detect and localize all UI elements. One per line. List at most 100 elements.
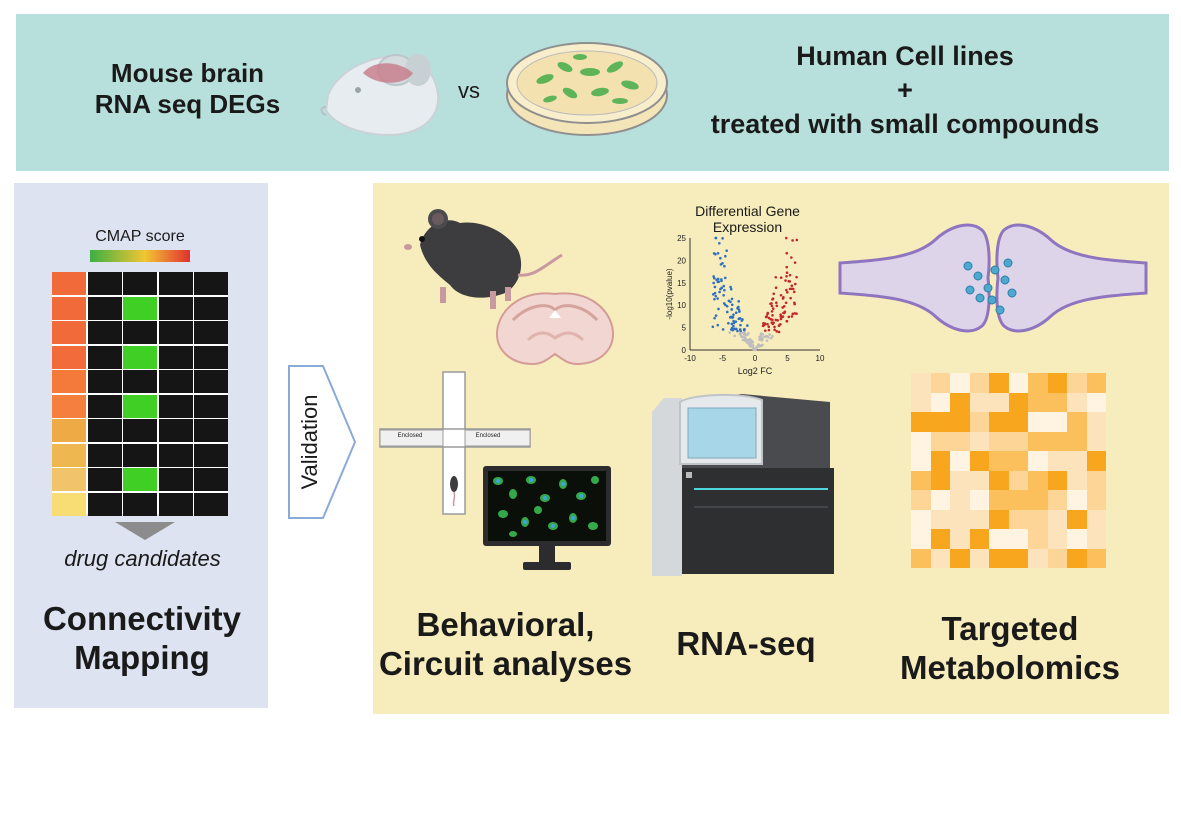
metabolomics-cell bbox=[1047, 373, 1067, 393]
validation-arrow bbox=[288, 365, 357, 519]
metabolomics-cell bbox=[930, 529, 950, 549]
volcano-point bbox=[779, 276, 783, 279]
metabolomics-cell bbox=[911, 509, 931, 529]
volcano-point bbox=[719, 263, 723, 266]
volcano-point bbox=[776, 319, 779, 322]
volcano-point bbox=[764, 315, 768, 319]
volcano-point bbox=[749, 341, 752, 345]
volcano-point bbox=[786, 290, 789, 294]
volcano-point bbox=[713, 291, 717, 295]
cmap-drug-cell bbox=[158, 345, 193, 369]
volcano-title: Differential Gene Expression bbox=[695, 203, 800, 236]
volcano-point bbox=[769, 336, 773, 340]
volcano-point bbox=[742, 332, 746, 336]
volcano-y-tick: 20 bbox=[677, 256, 686, 265]
volcano-point bbox=[727, 321, 730, 325]
volcano-point bbox=[759, 337, 762, 340]
volcano-point bbox=[792, 290, 796, 294]
volcano-point bbox=[784, 279, 787, 282]
volcano-point bbox=[769, 302, 772, 306]
metabolomics-cell bbox=[950, 470, 970, 490]
volcano-point bbox=[781, 315, 785, 318]
volcano-point bbox=[712, 276, 716, 280]
metabolomics-cell bbox=[950, 490, 970, 510]
volcano-point bbox=[783, 310, 787, 314]
volcano-point bbox=[718, 290, 721, 294]
volcano-point bbox=[729, 285, 732, 289]
metabolomics-cell bbox=[969, 373, 989, 393]
volcano-point bbox=[772, 292, 776, 296]
volcano-point bbox=[779, 322, 782, 326]
metabolomics-cell bbox=[911, 490, 931, 510]
volcano-point bbox=[785, 319, 789, 323]
volcano-point bbox=[757, 343, 760, 346]
volcano-point bbox=[737, 317, 741, 321]
plus-maze-icon bbox=[379, 371, 531, 515]
cmap-drug-cell bbox=[194, 468, 228, 491]
cmap-drug-cell bbox=[87, 492, 122, 516]
volcano-point bbox=[722, 284, 726, 288]
metabolomics-cell bbox=[1086, 373, 1106, 393]
volcano-point bbox=[788, 273, 792, 277]
cmap-drug-cell bbox=[87, 296, 122, 320]
volcano-point bbox=[736, 329, 739, 333]
volcano-x-tick: 0 bbox=[753, 354, 758, 363]
metabolomics-cell bbox=[1047, 451, 1067, 471]
volcano-point bbox=[773, 328, 776, 332]
metabolomics-cell bbox=[911, 470, 931, 490]
volcano-point bbox=[734, 320, 738, 323]
cmap-drug-cell bbox=[87, 443, 122, 467]
volcano-point bbox=[775, 301, 778, 305]
volcano-point bbox=[787, 315, 791, 319]
volcano-y-label: -log10(pvalue) bbox=[665, 268, 674, 319]
metabolomics-cell bbox=[950, 412, 970, 432]
volcano-point bbox=[785, 265, 789, 269]
cmap-drug-cell bbox=[87, 370, 122, 393]
cmap-drug-cell bbox=[158, 370, 193, 393]
volcano-point bbox=[770, 321, 774, 324]
volcano-point bbox=[713, 316, 716, 320]
metabolomics-cell bbox=[1086, 529, 1106, 549]
volcano-point bbox=[767, 325, 771, 329]
metabolomics-cell bbox=[989, 509, 1009, 529]
volcano-point bbox=[735, 327, 738, 331]
cmap-drug-cell bbox=[87, 345, 122, 369]
volcano-point bbox=[788, 280, 792, 283]
volcano-point bbox=[716, 323, 720, 327]
metabolomics-cell bbox=[989, 373, 1009, 393]
metabolomics-cell bbox=[1008, 490, 1028, 510]
down-arrow-icon bbox=[115, 522, 175, 540]
cmap-score-cell bbox=[52, 492, 86, 516]
volcano-point bbox=[746, 333, 749, 336]
metabolomics-cell bbox=[1028, 412, 1048, 432]
volcano-point bbox=[771, 334, 774, 338]
metabolomics-cell bbox=[989, 412, 1009, 432]
volcano-point bbox=[725, 249, 728, 252]
metabolomics-cell bbox=[930, 509, 950, 529]
volcano-point bbox=[781, 306, 784, 309]
volcano-point bbox=[784, 301, 788, 305]
metabolomics-cell bbox=[989, 470, 1009, 490]
cmap-drug-cell bbox=[194, 370, 228, 393]
metabolomics-cell bbox=[1067, 412, 1087, 432]
volcano-point bbox=[732, 313, 735, 316]
volcano-point bbox=[771, 297, 775, 301]
rna-seq-title: RNA-seq bbox=[676, 625, 816, 662]
volcano-point bbox=[737, 300, 740, 303]
volcano-point bbox=[767, 316, 771, 320]
volcano-point bbox=[779, 315, 783, 318]
volcano-y-tick: 25 bbox=[677, 234, 686, 243]
metabolomics-cell bbox=[1028, 431, 1048, 451]
metabolomics-cell bbox=[969, 412, 989, 432]
metabolomics-cell bbox=[1086, 509, 1106, 529]
metabolomics-cell bbox=[1047, 529, 1067, 549]
metabolomics-cell bbox=[911, 412, 931, 432]
metabolomics-cell bbox=[1047, 490, 1067, 510]
cmap-drug-cell bbox=[87, 419, 122, 442]
cmap-score-cell bbox=[52, 272, 86, 295]
volcano-point bbox=[728, 331, 732, 334]
volcano-point bbox=[734, 311, 738, 315]
metabolomics-cell bbox=[1067, 431, 1087, 451]
volcano-point bbox=[773, 325, 776, 329]
